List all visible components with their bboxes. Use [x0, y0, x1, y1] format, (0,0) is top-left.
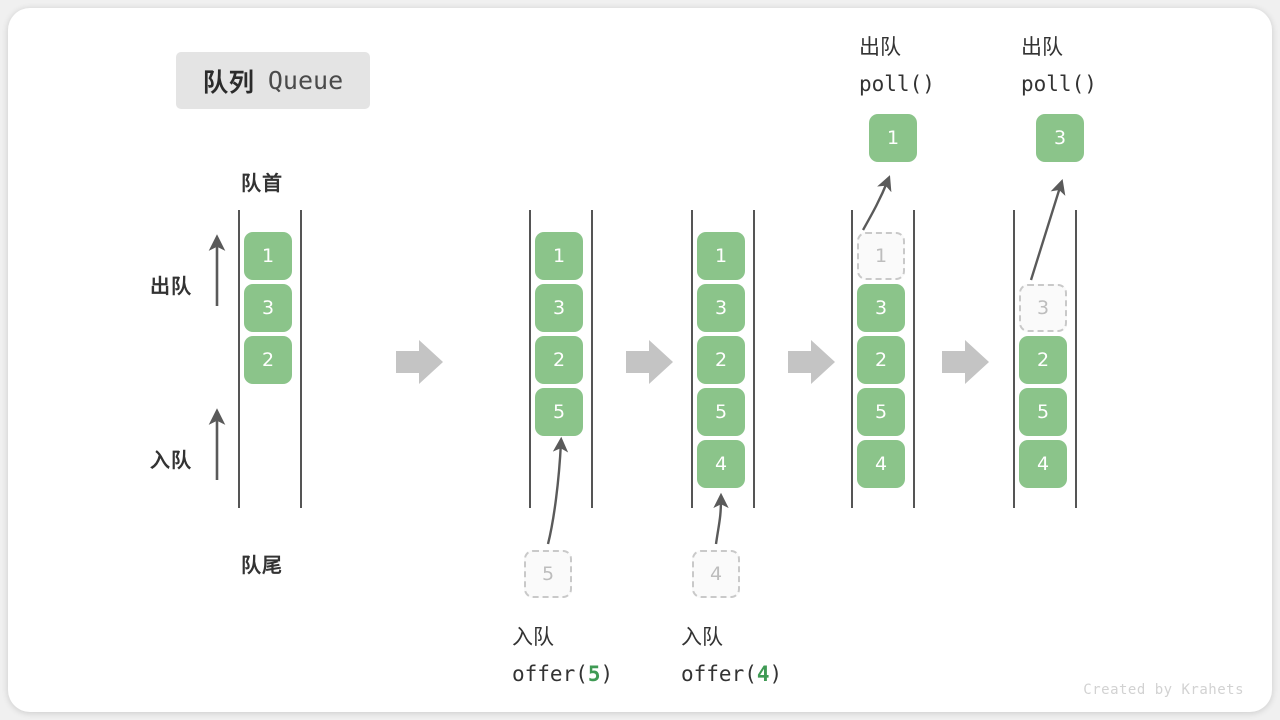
rail-right-col5 [1075, 210, 1077, 508]
footer-arg: 4 [756, 662, 770, 686]
dequeue-curve-arrow-1 [861, 175, 892, 231]
label-enqueue-direction: 入队 [150, 450, 192, 472]
rail-right-col1 [300, 210, 302, 508]
label-queue-tail: 队尾 [241, 555, 283, 577]
queue-element: 5 [857, 388, 905, 436]
queue-element-new: 5 [535, 388, 583, 436]
footer-arg: 5 [587, 662, 601, 686]
queue-element: 4 [857, 440, 905, 488]
header-cjk: 出队 [1021, 36, 1063, 59]
label-dequeue-direction: 出队 [150, 276, 192, 298]
queue-element: 3 [535, 284, 583, 332]
header-cjk: 出队 [859, 36, 901, 59]
title-latin: Queue [267, 66, 344, 95]
enqueue-curve-arrow-4 [713, 492, 729, 545]
ghost-element-offer: 5 [524, 550, 572, 598]
ghost-element-poll: 3 [1019, 284, 1067, 332]
queue-element: 1 [535, 232, 583, 280]
popped-element: 1 [869, 114, 917, 162]
diagram-title-badge: 队列 Queue [176, 52, 370, 109]
credit-text: Created by Krahets [1083, 682, 1244, 698]
queue-element: 3 [697, 284, 745, 332]
footer-fn: offer( [512, 662, 588, 686]
footer-fn: offer( [681, 662, 757, 686]
queue-element: 3 [857, 284, 905, 332]
rail-right-col2 [591, 210, 593, 508]
rail-left-col1 [238, 210, 240, 508]
queue-element: 3 [244, 284, 292, 332]
arrows-overlay [208, 175, 1066, 545]
title-cjk: 队列 [202, 68, 255, 97]
dequeue-curve-arrow-3 [1029, 178, 1066, 281]
queue-element: 2 [244, 336, 292, 384]
queue-element-new: 4 [697, 440, 745, 488]
rail-left-col2 [529, 210, 531, 508]
queue-element: 1 [697, 232, 745, 280]
header-label-poll-3: 出队 poll() [1021, 30, 1097, 103]
queue-element: 2 [857, 336, 905, 384]
header-fn: poll() [859, 72, 935, 96]
rail-right-col3 [753, 210, 755, 508]
enqueue-curve-arrow-5 [546, 436, 569, 545]
ghost-element-poll: 1 [857, 232, 905, 280]
transition-arrow [396, 340, 443, 384]
queue-element: 5 [697, 388, 745, 436]
footer-label-offer-5: 入队 offer(5) [512, 620, 613, 693]
queue-element: 2 [1019, 336, 1067, 384]
header-fn: poll() [1021, 72, 1097, 96]
queue-element: 2 [535, 336, 583, 384]
footer-close: ) [769, 662, 783, 686]
transition-arrow [942, 340, 989, 384]
footer-close: ) [600, 662, 614, 686]
label-queue-head: 队首 [241, 173, 283, 195]
rail-left-col5 [1013, 210, 1015, 508]
transition-arrow [788, 340, 835, 384]
rail-left-col4 [851, 210, 853, 508]
queue-element: 5 [1019, 388, 1067, 436]
queue-element: 4 [1019, 440, 1067, 488]
popped-element: 3 [1036, 114, 1084, 162]
queue-element: 1 [244, 232, 292, 280]
diagram-card: 队列 Queue 队首 队尾 出队 入队 1 3 2 1 3 2 5 5 入队 … [8, 8, 1272, 712]
transition-arrow [626, 340, 673, 384]
ghost-element-offer: 4 [692, 550, 740, 598]
footer-cjk: 入队 [681, 626, 723, 649]
rail-right-col4 [913, 210, 915, 508]
rail-left-col3 [691, 210, 693, 508]
footer-cjk: 入队 [512, 626, 554, 649]
queue-element: 2 [697, 336, 745, 384]
footer-label-offer-4: 入队 offer(4) [681, 620, 782, 693]
header-label-poll-1: 出队 poll() [859, 30, 935, 103]
